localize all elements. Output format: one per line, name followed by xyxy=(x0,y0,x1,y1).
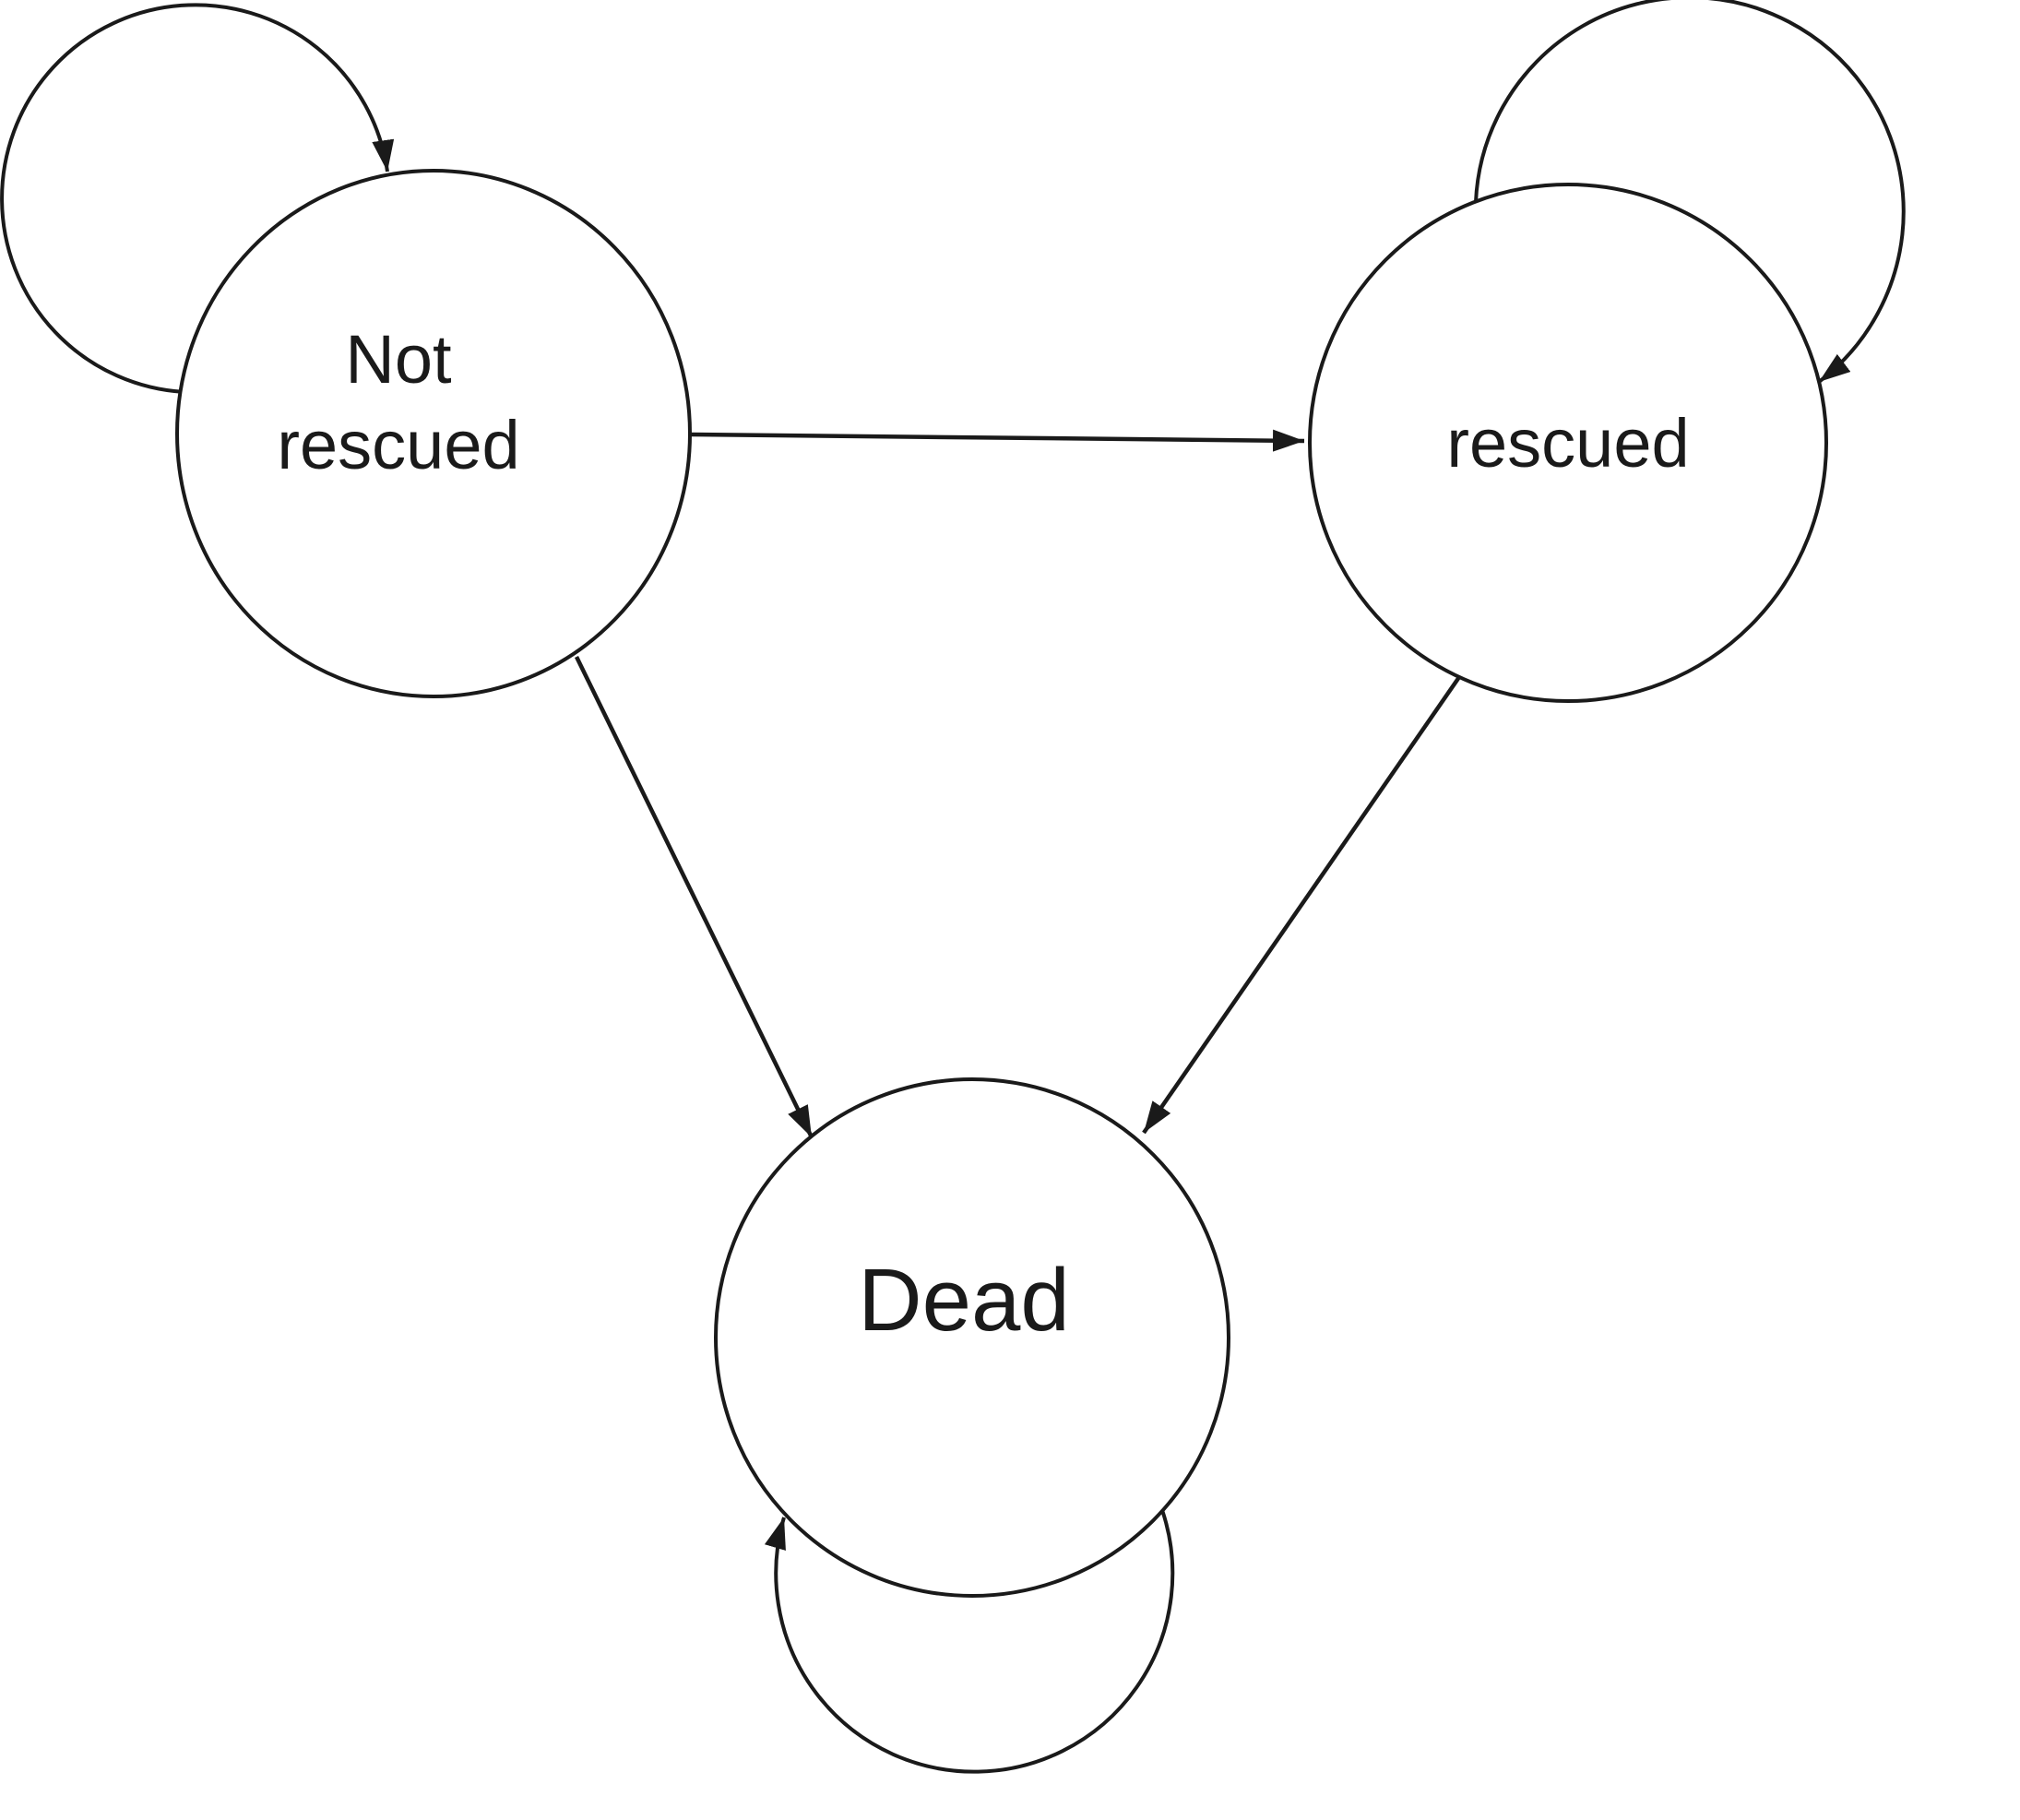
edge-rescued-to-dead xyxy=(1142,675,1461,1135)
state-label-not-rescued-line2: rescued xyxy=(277,407,519,483)
state-node-not-rescued xyxy=(175,169,692,698)
state-node-dead xyxy=(714,1077,1230,1598)
edge-not-rescued-to-dead xyxy=(574,656,814,1138)
state-label-dead: Dead xyxy=(858,1251,1070,1350)
self-loop-not-rescued xyxy=(0,3,395,394)
state-node-rescued xyxy=(1308,183,1828,703)
state-label-not-rescued-line1: Not xyxy=(345,321,452,398)
self-loop-dead xyxy=(764,1509,1175,1774)
state-label-rescued: rescued xyxy=(1446,405,1689,482)
edge-not-rescued-to-rescued xyxy=(689,429,1305,452)
self-loop-rescued xyxy=(1474,0,1906,384)
